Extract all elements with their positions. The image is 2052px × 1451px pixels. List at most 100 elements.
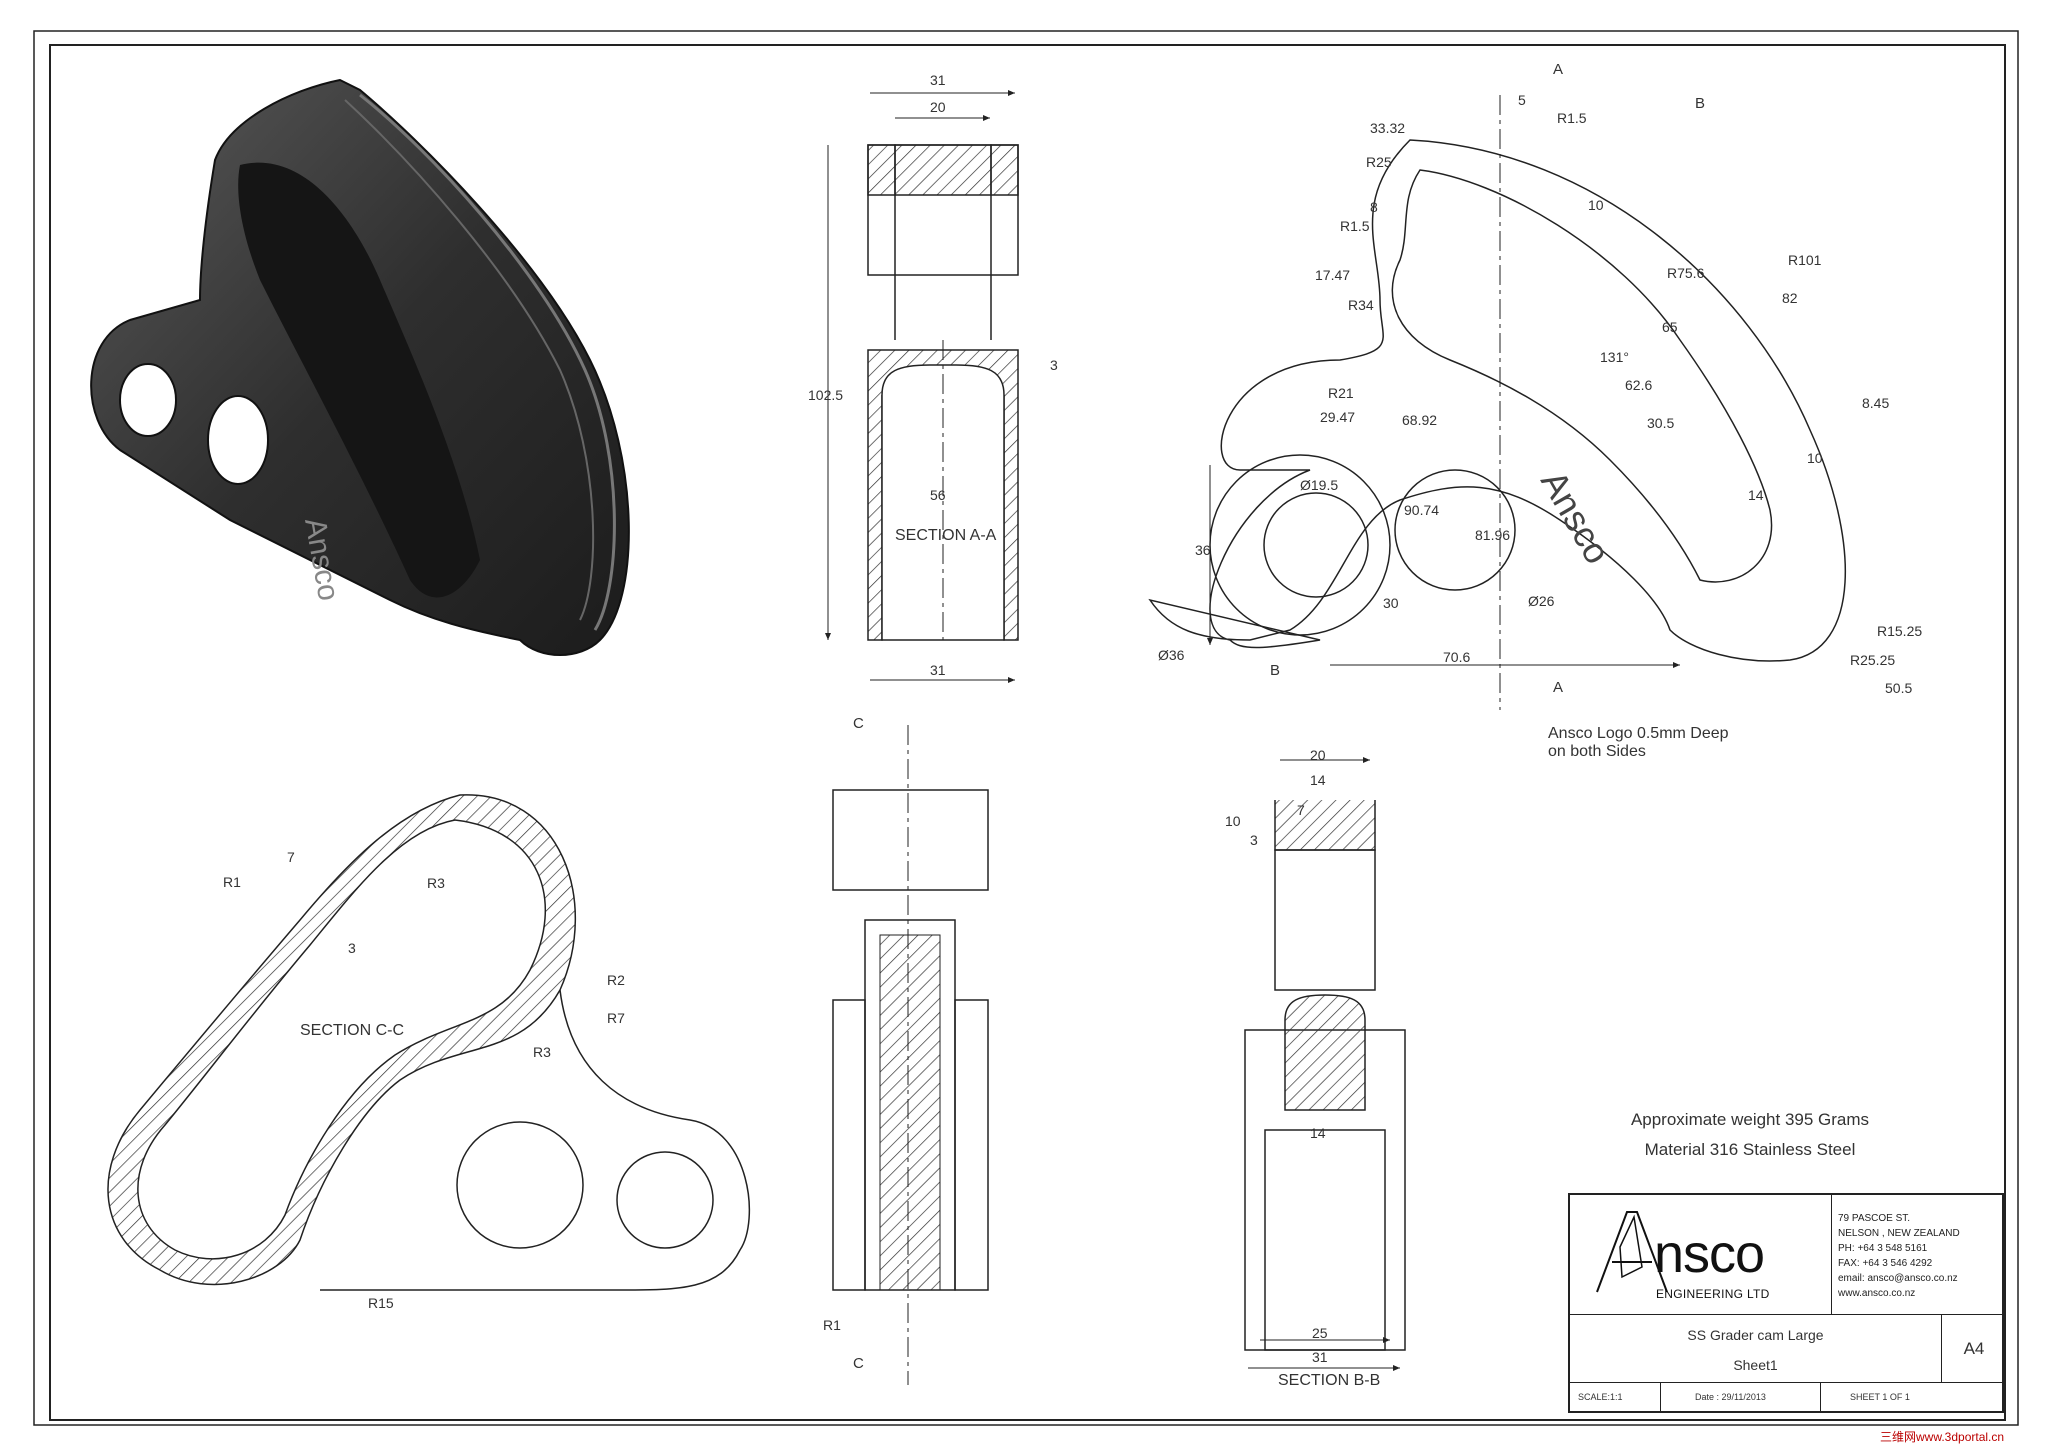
- dim-text: 10: [1225, 813, 1241, 829]
- dim-text: 65: [1662, 319, 1678, 335]
- dim-text: 31: [1312, 1349, 1328, 1365]
- section-b-b-view: [1244, 800, 1406, 1351]
- dim-text: Ø19.5: [1300, 477, 1338, 493]
- logo-note-line: on both Sides: [1548, 743, 1646, 760]
- cut-markers: A A B B C C: [853, 61, 1705, 1372]
- section-a-label: SECTION A-A: [895, 527, 997, 544]
- title-block: nsco ENGINEERING LTD 79 PASCOE ST. NELSO…: [1568, 1193, 2006, 1413]
- dim-text: R3: [533, 1044, 551, 1060]
- dim-text: 20: [1310, 747, 1326, 763]
- dim-text: 90.74: [1404, 502, 1439, 518]
- logo-note: Ansco Logo 0.5mm Deep on both Sides: [1548, 725, 1733, 760]
- dim-text: 7: [1297, 802, 1305, 818]
- cut-marker: A: [1553, 61, 1563, 78]
- ansco-a-icon: [1596, 1211, 1668, 1293]
- dim-text: 10: [1807, 450, 1823, 466]
- logo-wordmark: nsco: [1654, 1224, 1765, 1284]
- dim-text: 62.6: [1625, 377, 1652, 393]
- dim-text: 7: [287, 849, 295, 865]
- address-line: 79 PASCOE ST.: [1838, 1213, 1911, 1224]
- dim-text: R15: [368, 1295, 394, 1311]
- dim-text: R1.5: [1557, 110, 1587, 126]
- dim-text: 3: [1050, 357, 1058, 373]
- dim-text: 50.5: [1885, 680, 1912, 696]
- section-c-label: SECTION C-C: [300, 1022, 404, 1039]
- iso-hole-2: [207, 395, 269, 485]
- dim-text: 70.6: [1443, 649, 1470, 665]
- dim-text: R21: [1328, 385, 1354, 401]
- part-name: SS Grader cam Large: [1687, 1327, 1824, 1343]
- inner-border: [49, 44, 2006, 1421]
- logo-subtitle: ENGINEERING LTD: [1656, 1287, 1770, 1301]
- dim-text: Ø36: [1158, 647, 1185, 663]
- dim-text: 10: [1588, 197, 1604, 213]
- dim-text: R1: [823, 1317, 841, 1333]
- dim-text: R25: [1366, 154, 1392, 170]
- dim-text: R1.5: [1340, 218, 1370, 234]
- section-a-a-view: [867, 144, 1019, 641]
- cut-marker: B: [1270, 662, 1280, 679]
- dim-text: 131°: [1600, 349, 1629, 365]
- divider: [1660, 1383, 1661, 1413]
- dim-text: 31: [930, 662, 946, 678]
- cut-marker: C: [853, 1355, 864, 1372]
- dim-text: 8: [1370, 199, 1378, 215]
- dims-front: 5 33.32 R1.5 R25 10 8 R1.5 17.47 R34 R75…: [1158, 92, 1922, 696]
- dimension-lines: [825, 90, 1680, 1371]
- dim-text: 20: [930, 99, 946, 115]
- dim-text: R25.25: [1850, 652, 1895, 668]
- dim-text: 82: [1782, 290, 1798, 306]
- front-view: Ansco: [1148, 95, 1847, 710]
- isometric-view: Ansco: [90, 78, 630, 656]
- dim-text: 14: [1310, 772, 1326, 788]
- phone-line: PH: +64 3 548 5161: [1838, 1243, 1928, 1254]
- cut-marker: C: [853, 715, 864, 732]
- dims-section-c: 7 R1 R3 3 R2 R7 R3 R15: [223, 849, 625, 1311]
- date-text: Date : 29/11/2013: [1695, 1392, 1766, 1402]
- dim-text: R7: [607, 1010, 625, 1026]
- section-c-c-view: [107, 794, 751, 1291]
- dim-text: 5: [1518, 92, 1526, 108]
- dim-text: R2: [607, 972, 625, 988]
- dim-text: 31: [930, 72, 946, 88]
- address-line: NELSON , NEW ZEALAND: [1838, 1228, 1960, 1239]
- dim-text: R1: [223, 874, 241, 890]
- dim-text: R101: [1788, 252, 1822, 268]
- company-logo: nsco ENGINEERING LTD: [1570, 1195, 1832, 1315]
- iso-hole-1: [119, 363, 177, 437]
- dim-text: 14: [1310, 1125, 1326, 1141]
- weight-note: Approximate weight 395 Grams: [1630, 1110, 1870, 1129]
- dim-text: R15.25: [1877, 623, 1922, 639]
- section-b-label: SECTION B-B: [1278, 1372, 1380, 1389]
- front-logo-text: Ansco: [1533, 464, 1619, 571]
- divider: [1820, 1383, 1821, 1413]
- dim-text: 17.47: [1315, 267, 1350, 283]
- dim-text: Ø26: [1528, 593, 1555, 609]
- sheet-count-text: SHEET 1 OF 1: [1850, 1392, 1910, 1402]
- cut-marker: B: [1695, 95, 1705, 112]
- dim-text: 81.96: [1475, 527, 1510, 543]
- dim-text: 29.47: [1320, 409, 1355, 425]
- sheet-name: Sheet1: [1733, 1357, 1778, 1373]
- dim-text: 33.32: [1370, 120, 1405, 136]
- outer-border: [33, 30, 2019, 1426]
- company-address: 79 PASCOE ST. NELSON , NEW ZEALAND PH: +…: [1832, 1195, 2006, 1315]
- dim-text: 36: [1195, 542, 1211, 558]
- dim-text: 3: [348, 940, 356, 956]
- dim-text: 8.45: [1862, 395, 1889, 411]
- title-block-footer: SCALE:1:1 Date : 29/11/2013 SHEET 1 OF 1: [1570, 1383, 2006, 1413]
- dim-text: 3: [1250, 832, 1258, 848]
- dim-text: R75.6: [1667, 265, 1705, 281]
- side-view: [832, 725, 989, 1385]
- dims-section-b: 20 14 10 7 3 14 25 31: [1225, 747, 1328, 1365]
- dim-text: 30: [1383, 595, 1399, 611]
- dim-text: 30.5: [1647, 415, 1674, 431]
- material-note: Material 316 Stainless Steel: [1644, 1140, 1856, 1159]
- scale-text: SCALE:1:1: [1578, 1392, 1623, 1402]
- logo-note-line: Ansco Logo 0.5mm Deep: [1548, 725, 1729, 742]
- fax-line: FAX: +64 3 546 4292: [1838, 1258, 1933, 1269]
- website-line: www.ansco.co.nz: [1838, 1288, 1916, 1299]
- dim-text: 14: [1748, 487, 1764, 503]
